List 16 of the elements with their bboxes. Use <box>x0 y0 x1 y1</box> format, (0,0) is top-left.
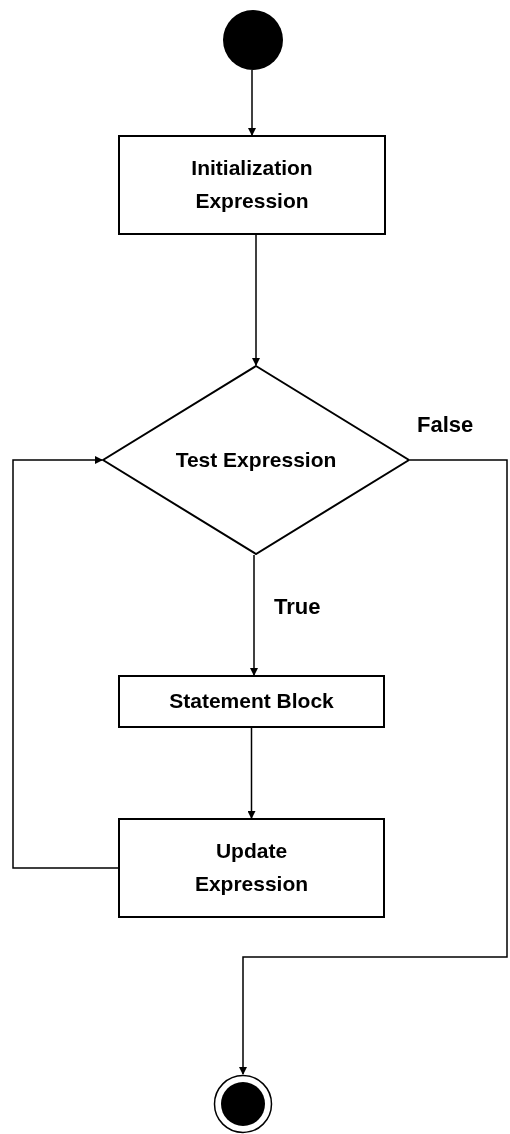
arrow <box>247 727 256 819</box>
initial-node <box>223 10 283 70</box>
process-box <box>118 818 385 918</box>
node-label: Statement Block <box>169 688 334 715</box>
arrow <box>248 69 256 136</box>
arrow <box>239 459 508 1075</box>
arrow <box>252 234 260 366</box>
decision-diamond <box>102 365 410 555</box>
node-label: Initialization Expression <box>190 155 314 214</box>
node-label: Update Expression <box>193 838 310 897</box>
node-label: Test Expression <box>175 446 337 473</box>
process-box <box>118 675 385 728</box>
final-node <box>213 1074 273 1134</box>
arrow <box>250 554 258 676</box>
arrow <box>12 456 119 869</box>
process-box <box>118 135 386 235</box>
